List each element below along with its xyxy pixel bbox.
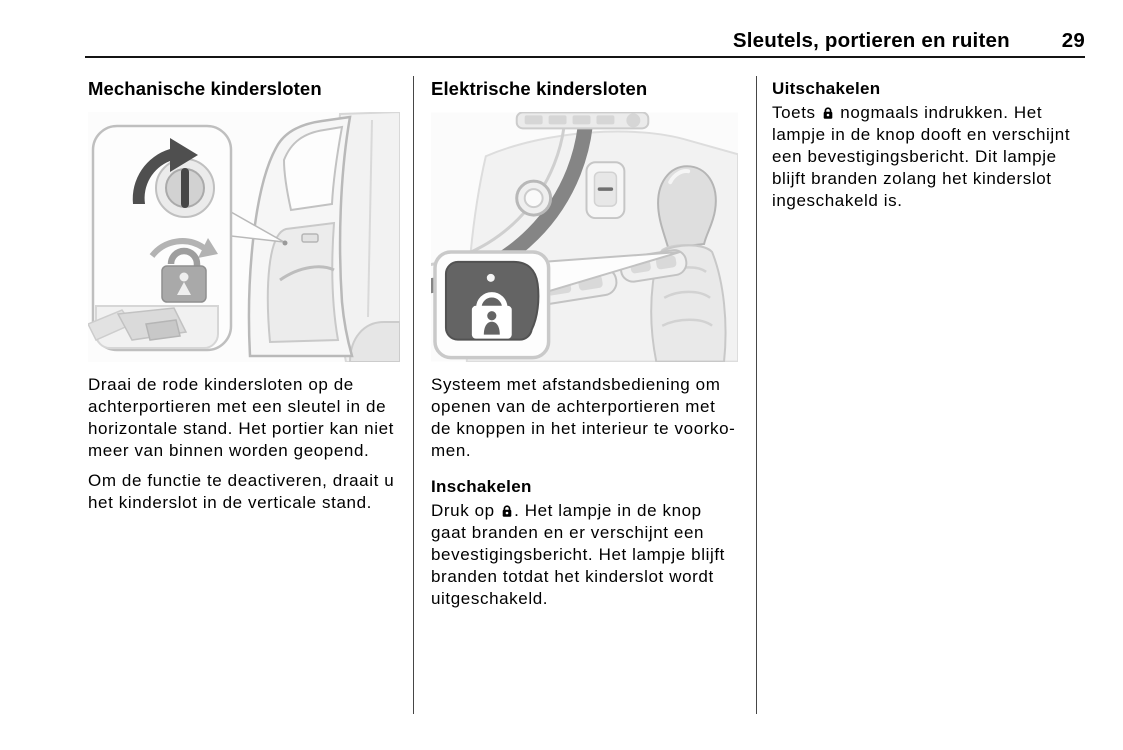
- subheading-uitschakelen: Uitschakelen: [772, 79, 881, 98]
- console-child-lock-button-illustration: [212, 0, 739, 363]
- paragraph-mechanical-1: Draai de rode kindersloten op de achterp…: [88, 375, 394, 460]
- text-after-lock: nogmaals indrukken. Het lampje in de kno…: [772, 103, 1071, 210]
- page-header: Sleutels, portieren en ruiten 29: [85, 29, 1085, 53]
- text-before-lock: Druk op: [431, 501, 501, 520]
- section-heading-electric: Elektrische kindersloten: [431, 78, 648, 99]
- section-heading-mechanical: Mechanische kindersloten: [88, 78, 322, 99]
- paragraph-mechanical-2: Om de functie te deactiveren, draait u h…: [88, 471, 395, 512]
- page-number: 29: [1061, 29, 1085, 52]
- column-electric-child-locks: Elektrische kindersloten: [212, 0, 739, 618]
- child-lock-icon: [501, 504, 513, 518]
- text-after-lock: . Het lampje in de knop gaat branden en …: [431, 501, 725, 608]
- paragraph-inschakelen: Druk op . Het lampje in de knop gaat bra…: [431, 500, 738, 610]
- column-divider: [413, 76, 414, 714]
- column-divider: [756, 76, 757, 714]
- header-rule: [85, 56, 1085, 58]
- subheading-inschakelen: Inschakelen: [431, 477, 532, 496]
- paragraph-electric-intro: Systeem met afstandsbediening om openen …: [431, 375, 735, 460]
- child-lock-icon: [822, 106, 834, 120]
- paragraph-uitschakelen: Toets nogmaals indrukken. Het lampje in …: [772, 102, 1072, 212]
- rear-door-child-lock-illustration: [86, 110, 418, 363]
- text-before-lock: Toets: [772, 103, 821, 122]
- column-mechanical-child-locks: Mechanische kindersloten: [86, 77, 418, 522]
- page-title: Sleutels, portieren en ruiten: [732, 29, 1010, 52]
- column-uitschakelen: Uitschakelen Toets nogmaals indrukken. H…: [772, 77, 1072, 220]
